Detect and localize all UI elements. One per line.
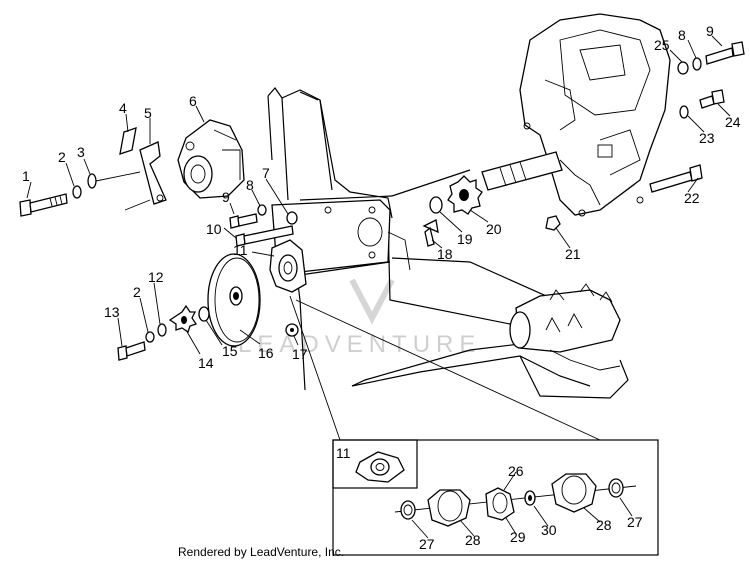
callout-11: 11 [233, 242, 248, 258]
callout-1: 1 [22, 168, 30, 184]
inset-detail [332, 439, 659, 556]
part-8-washer-top [692, 57, 702, 71]
part-7-spacer [286, 211, 298, 225]
callout-23: 23 [699, 130, 715, 146]
leader-lines [26, 35, 731, 441]
part-16-brake-disc [207, 253, 261, 347]
watermark-text: LEADVENTURE [238, 331, 481, 358]
heat-shield [509, 283, 621, 371]
callout-13: 13 [104, 304, 120, 320]
callout-20: 20 [486, 221, 502, 237]
footer-credit: Rendered by LeadVenture, Inc. [178, 545, 344, 559]
part-20-sprocket [447, 175, 483, 215]
part-21-nut [545, 215, 561, 231]
part-15-spacer [198, 306, 210, 322]
callout-11-inset: 11 [336, 445, 351, 461]
part-11-flange-bearing [269, 239, 307, 293]
callout-28-right: 28 [596, 517, 612, 533]
callout-16: 16 [258, 345, 274, 361]
callout-28-left: 28 [465, 532, 481, 548]
callout-4: 4 [119, 100, 127, 116]
part-18-bolt [422, 219, 439, 247]
output-shaft [481, 151, 563, 191]
frame [267, 87, 629, 399]
callout-27-left: 27 [419, 536, 435, 552]
callout-17: 17 [292, 346, 308, 362]
part-1-bolt [19, 193, 68, 217]
callout-25: 25 [654, 37, 670, 53]
part-14-sprocket [168, 304, 198, 334]
part-24-bolt [699, 89, 725, 109]
callout-24: 24 [725, 114, 741, 130]
callout-8: 8 [246, 177, 254, 193]
part-4-plate [119, 127, 137, 155]
part-12-washer [157, 323, 167, 337]
callout-15: 15 [222, 343, 238, 359]
callout-10: 10 [206, 221, 222, 237]
callout-29: 29 [510, 529, 526, 545]
callout-26: 26 [508, 463, 524, 479]
part-10-bolt [235, 225, 294, 247]
callout-9-top: 9 [706, 23, 714, 39]
part-13-bolt [117, 341, 146, 361]
callout-3: 3 [77, 144, 85, 160]
part-22-bolt [649, 164, 703, 193]
callout-12: 12 [148, 269, 164, 285]
callout-5: 5 [144, 105, 152, 121]
part-5-bracket [124, 141, 167, 211]
part-23-washer [679, 105, 689, 119]
watermark: LEADVENTURE [238, 278, 481, 358]
callout-27-right: 27 [627, 514, 643, 530]
callout-21: 21 [565, 246, 581, 262]
callout-19: 19 [457, 231, 473, 247]
callout-labels: 1 2 3 4 5 6 7 8 9 10 11 12 13 2 14 15 16… [22, 23, 741, 552]
part-9-bolt [229, 213, 258, 229]
callout-2: 2 [58, 149, 66, 165]
callout-6: 6 [189, 93, 197, 109]
callout-30: 30 [541, 522, 557, 538]
callout-18: 18 [437, 246, 453, 262]
callout-7: 7 [262, 165, 270, 181]
callout-2-lower: 2 [133, 284, 141, 300]
part-8-washer [257, 204, 267, 216]
callout-22: 22 [684, 190, 700, 206]
part-19-washer [429, 196, 443, 214]
part-17-nut [285, 323, 299, 337]
callout-9: 9 [222, 189, 230, 205]
part-3-washer [87, 173, 97, 189]
engine-block [519, 13, 671, 217]
part-2-lockwasher [72, 185, 82, 199]
callout-8-top: 8 [678, 27, 686, 43]
part-6-starter [177, 119, 245, 199]
part-2-lockwasher-lower [145, 331, 155, 343]
callout-14: 14 [198, 355, 214, 371]
part-9-bolt-top [705, 41, 745, 65]
part-25-washer [677, 61, 689, 75]
